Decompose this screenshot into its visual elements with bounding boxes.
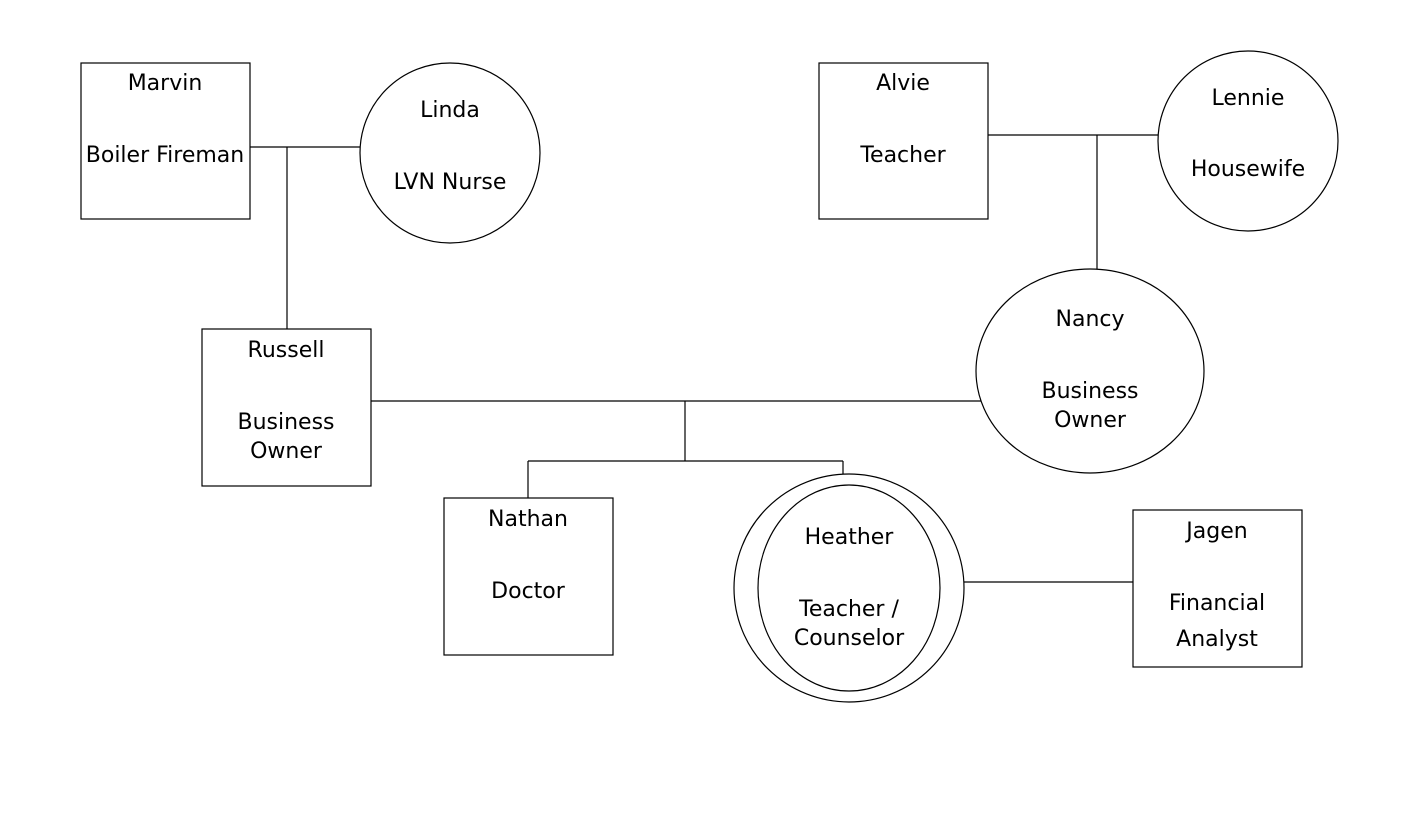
- jagen-occupation-line-2: Analyst: [1176, 627, 1258, 652]
- male-box-alvie: [818, 62, 989, 220]
- jagen-occupation-line-1: Financial: [1169, 591, 1265, 616]
- linda-name: Linda: [420, 98, 480, 123]
- lennie-name: Lennie: [1212, 86, 1285, 111]
- person-heather: Heather Teacher / Counselor: [733, 473, 965, 703]
- marvin-occupation: Boiler Fireman: [86, 143, 244, 168]
- lennie-occupation: Housewife: [1191, 157, 1305, 182]
- nathan-name: Nathan: [488, 507, 568, 532]
- person-nathan: Nathan Doctor: [443, 497, 614, 656]
- russell-occupation-line-1: Business: [237, 410, 334, 435]
- linda-occupation: LVN Nurse: [394, 170, 507, 195]
- jagen-name: Jagen: [1184, 519, 1247, 544]
- male-box-nathan: [443, 497, 614, 656]
- person-lennie: Lennie Housewife: [1157, 50, 1339, 232]
- person-marvin: Marvin Boiler Fireman: [80, 62, 251, 220]
- connector-lines: [250, 134, 1158, 583]
- male-box-marvin: [80, 62, 251, 220]
- person-nancy: Nancy Business Owner: [975, 268, 1205, 474]
- heather-occupation-line-2: Counselor: [794, 626, 905, 651]
- marvin-name: Marvin: [128, 71, 203, 96]
- nancy-occupation-line-2: Owner: [1054, 408, 1127, 433]
- female-circle-lennie: [1157, 50, 1339, 232]
- female-circle-linda: [359, 62, 541, 244]
- person-linda: Linda LVN Nurse: [359, 62, 541, 244]
- nancy-occupation-line-1: Business: [1041, 379, 1138, 404]
- heather-name: Heather: [805, 525, 895, 550]
- female-inner-circle-heather: [757, 484, 941, 692]
- male-box-jagen: [1132, 509, 1303, 668]
- russell-occupation-line-2: Owner: [250, 439, 323, 464]
- nancy-name: Nancy: [1056, 307, 1125, 332]
- nathan-occupation: Doctor: [491, 579, 566, 604]
- male-box-russell: [201, 328, 372, 487]
- person-alvie: Alvie Teacher: [818, 62, 989, 220]
- female-circle-nancy: [975, 268, 1205, 474]
- russell-name: Russell: [248, 338, 325, 363]
- alvie-name: Alvie: [876, 71, 930, 96]
- heather-occupation-line-1: Teacher /: [798, 597, 899, 622]
- person-russell: Russell Business Owner: [201, 328, 372, 487]
- alvie-occupation: Teacher: [859, 143, 946, 168]
- person-jagen: Jagen Financial Analyst: [1132, 509, 1303, 668]
